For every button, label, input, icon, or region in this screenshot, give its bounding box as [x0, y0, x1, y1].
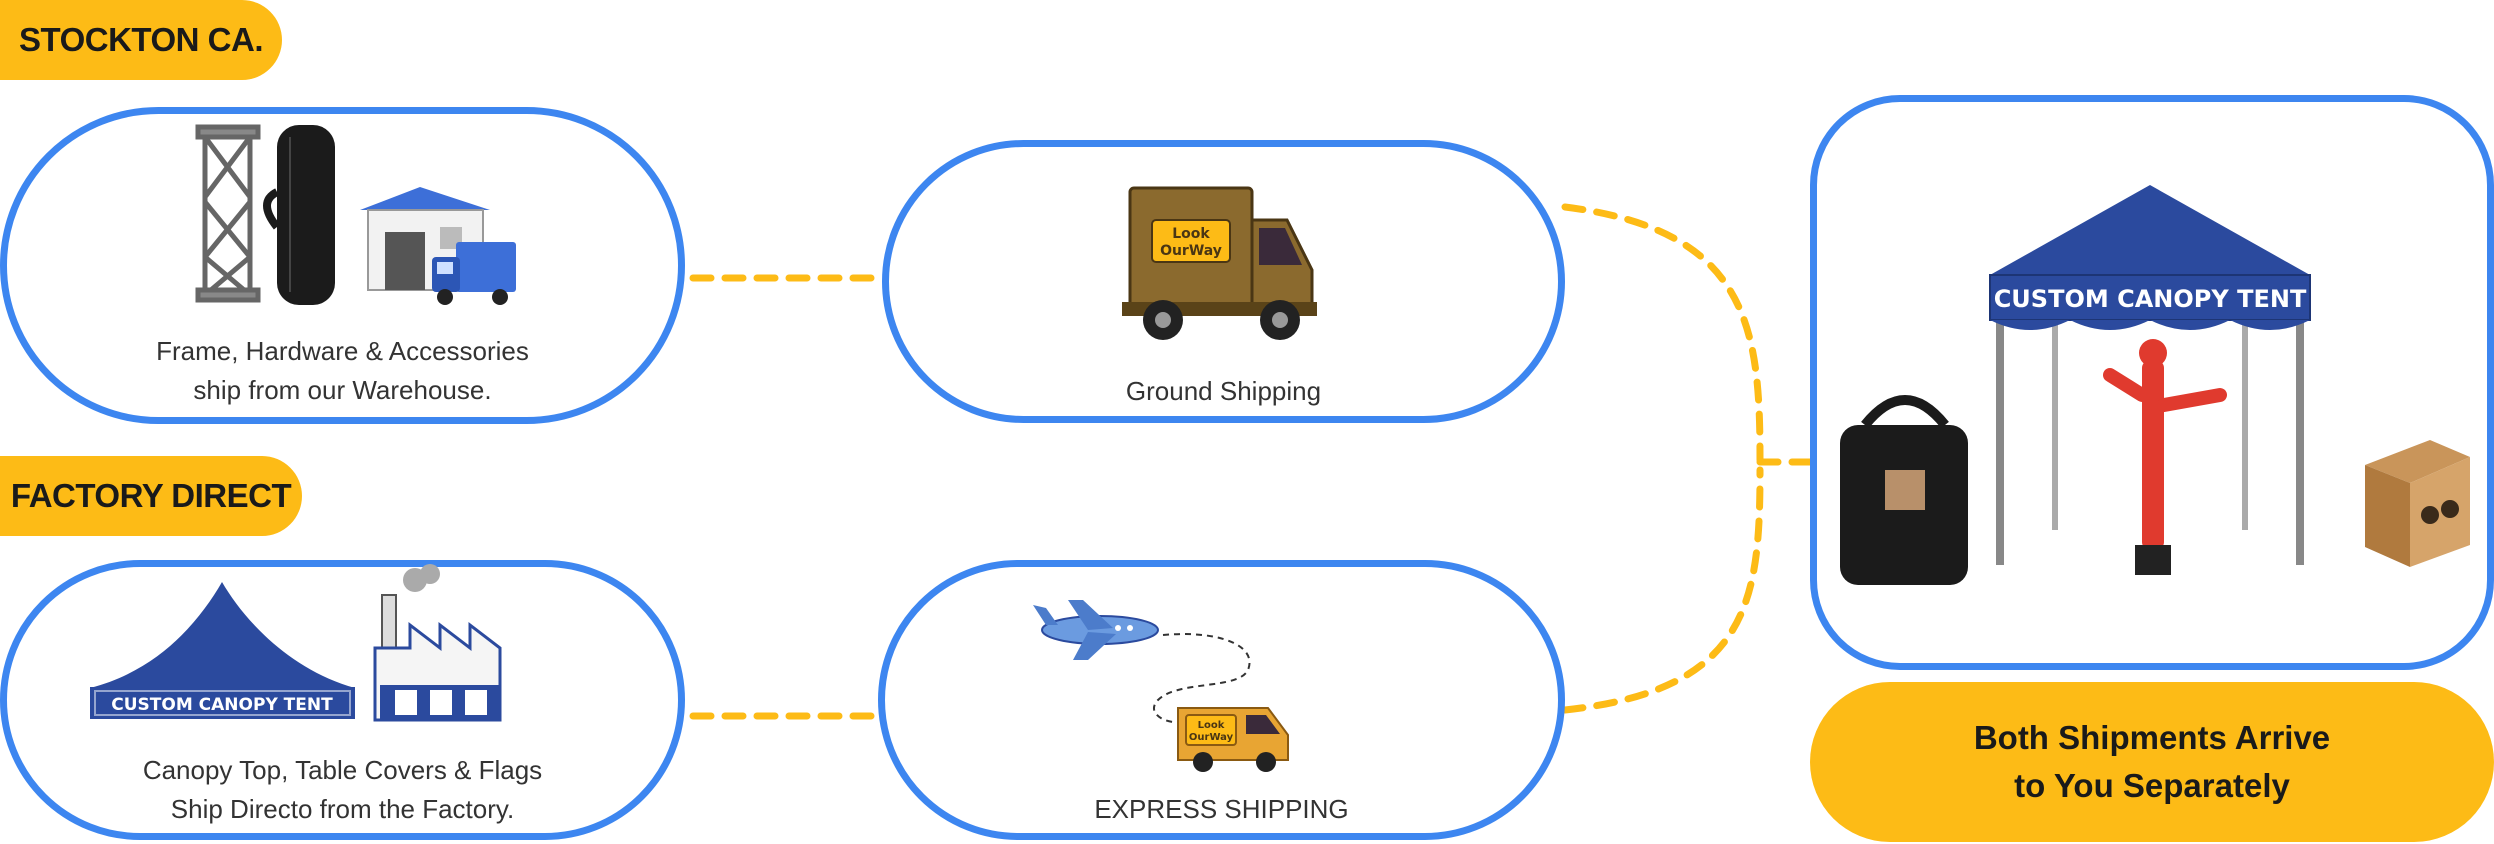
shipping-box-icon: [2365, 440, 2470, 567]
arrive-line1: Both Shipments Arrive: [1973, 719, 2331, 756]
stockton-tag: STOCKTON CA.: [0, 0, 282, 80]
truck-label-line1: Look: [1172, 226, 1210, 242]
airplane-icon: [1033, 600, 1159, 660]
destination-box: CUSTOM CANOPY TENT: [1810, 95, 2494, 670]
arrive-line2: to You Separately: [2014, 767, 2290, 804]
carry-bag-icon-dest: [1840, 395, 1968, 585]
destination-illustration: CUSTOM CANOPY TENT: [1840, 185, 2470, 585]
warehouse-caption-line2: ship from our Warehouse.: [193, 375, 492, 405]
connector-express-destination: [1561, 466, 1764, 714]
factory-caption-line1: Canopy Top, Table Covers & Flags: [142, 755, 543, 785]
factory-direct-tag: FACTORY DIRECT: [0, 456, 302, 536]
factory-caption: Canopy Top, Table Covers & Flags Ship Di…: [7, 751, 678, 829]
express-caption: EXPRESS SHIPPING: [1094, 794, 1349, 824]
warehouse-icon: [360, 187, 490, 291]
ground-truck-illustration: Look OurWay: [1122, 186, 1317, 340]
express-illustration: Look OurWay: [1033, 600, 1289, 772]
box-truck-icon: Look OurWay: [1122, 186, 1317, 340]
delivery-truck-icon: [432, 242, 516, 305]
van-label-line1: Look: [1198, 720, 1225, 731]
warehouse-pill: Frame, Hardware & Accessories ship from …: [0, 107, 685, 424]
factory-icon: [373, 564, 502, 722]
carry-bag-icon: [263, 125, 335, 305]
flight-path: [1153, 633, 1251, 723]
truck-label-line2: OurWay: [1160, 243, 1222, 259]
factory-direct-tag-label: FACTORY DIRECT: [10, 477, 292, 514]
stockton-tag-label: STOCKTON CA.: [19, 21, 263, 58]
inflatable-tube-man-icon: [2103, 339, 2227, 575]
arrive-banner: Both Shipments Arrive to You Separately: [1810, 682, 2494, 842]
warehouse-caption-line1: Frame, Hardware & Accessories: [156, 336, 529, 366]
frame-icon: [195, 124, 261, 303]
warehouse-caption: Frame, Hardware & Accessories ship from …: [7, 332, 678, 410]
express-shipping-pill: Look OurWay EXPRESS SHIPPING: [878, 560, 1565, 840]
canopy-tent-icon: [1989, 185, 2311, 565]
connector-ground-destination: [1561, 203, 1764, 464]
delivery-van-icon: Look OurWay: [1177, 707, 1289, 772]
ground-shipping-pill: Look OurWay Ground Shipping: [882, 140, 1565, 423]
factory-illustration: CUSTOM CANOPY TENT: [90, 564, 502, 722]
van-label-line2: OurWay: [1189, 732, 1234, 743]
ground-caption: Ground Shipping: [1125, 376, 1322, 406]
canopy-top-icon: [90, 582, 355, 719]
factory-caption-line2: Ship Directo from the Factory.: [170, 794, 515, 824]
factory-pill: CUSTOM CANOPY TENT Canopy Top, Table Cov…: [0, 560, 685, 840]
destination-tent-label: CUSTOM CANOPY TENT: [1994, 285, 2307, 313]
factory-tent-label: CUSTOM CANOPY TENT: [111, 695, 333, 715]
warehouse-illustration: [195, 124, 516, 305]
